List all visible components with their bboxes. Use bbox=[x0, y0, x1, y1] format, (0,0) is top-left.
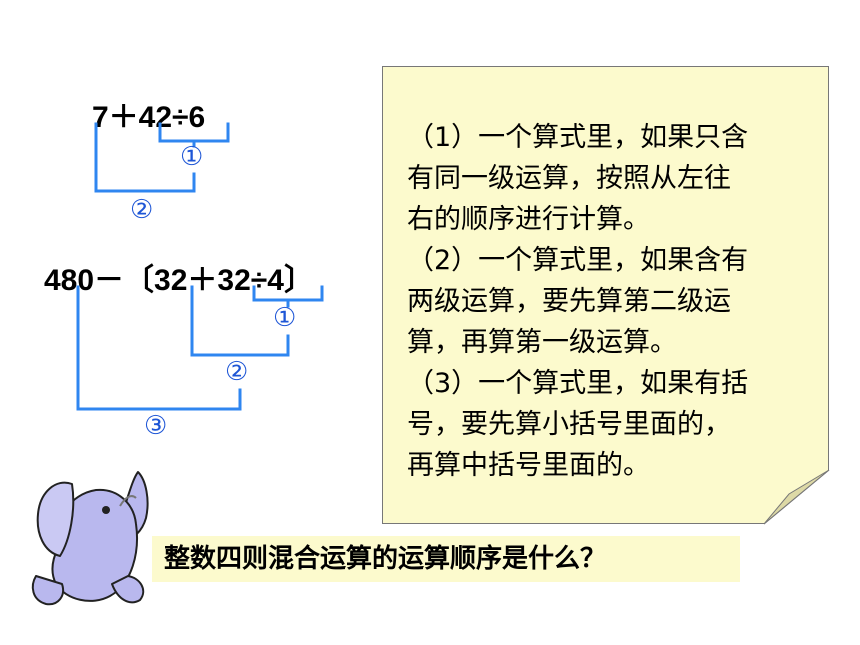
bracket-2-step-2 bbox=[190, 285, 290, 357]
rule-line: 两级运算，要先算第二级运 bbox=[407, 286, 731, 317]
bracket-step-2 bbox=[94, 122, 196, 193]
step-mark-2: ② bbox=[130, 195, 154, 225]
step-mark-1: ① bbox=[180, 142, 204, 172]
rule-line: 算，再算第一级运算。 bbox=[407, 327, 677, 358]
rule-line: 再算中括号里面的。 bbox=[407, 450, 650, 481]
rule-line: 右的顺序进行计算。 bbox=[407, 204, 650, 235]
rule-line: （2）一个算式里，如果含有 bbox=[407, 245, 749, 276]
rules-note: （1）一个算式里，如果只含 有同一级运算，按照从左往 右的顺序进行计算。 （2）… bbox=[382, 66, 829, 524]
rule-line: （3）一个算式里，如果有括 bbox=[407, 368, 749, 399]
step-mark-2-1: ① bbox=[273, 303, 297, 333]
rules-note-text: （1）一个算式里，如果只含 有同一级运算，按照从左往 右的顺序进行计算。 （2）… bbox=[407, 117, 827, 486]
bracket-2-step-3 bbox=[76, 285, 242, 411]
rule-line: 号，要先算小括号里面的， bbox=[407, 409, 731, 440]
expression-1: 7＋42÷6 bbox=[92, 101, 206, 134]
rule-line: （1）一个算式里，如果只含 bbox=[407, 122, 749, 153]
expression-2: 480－〔32＋32÷4〕 bbox=[44, 264, 314, 297]
step-mark-2-3: ③ bbox=[144, 411, 168, 441]
question-banner: 整数四则混合运算的运算顺序是什么？ bbox=[152, 536, 740, 582]
step-mark-2-2: ② bbox=[225, 357, 249, 387]
rule-line: 有同一级运算，按照从左往 bbox=[407, 163, 731, 194]
